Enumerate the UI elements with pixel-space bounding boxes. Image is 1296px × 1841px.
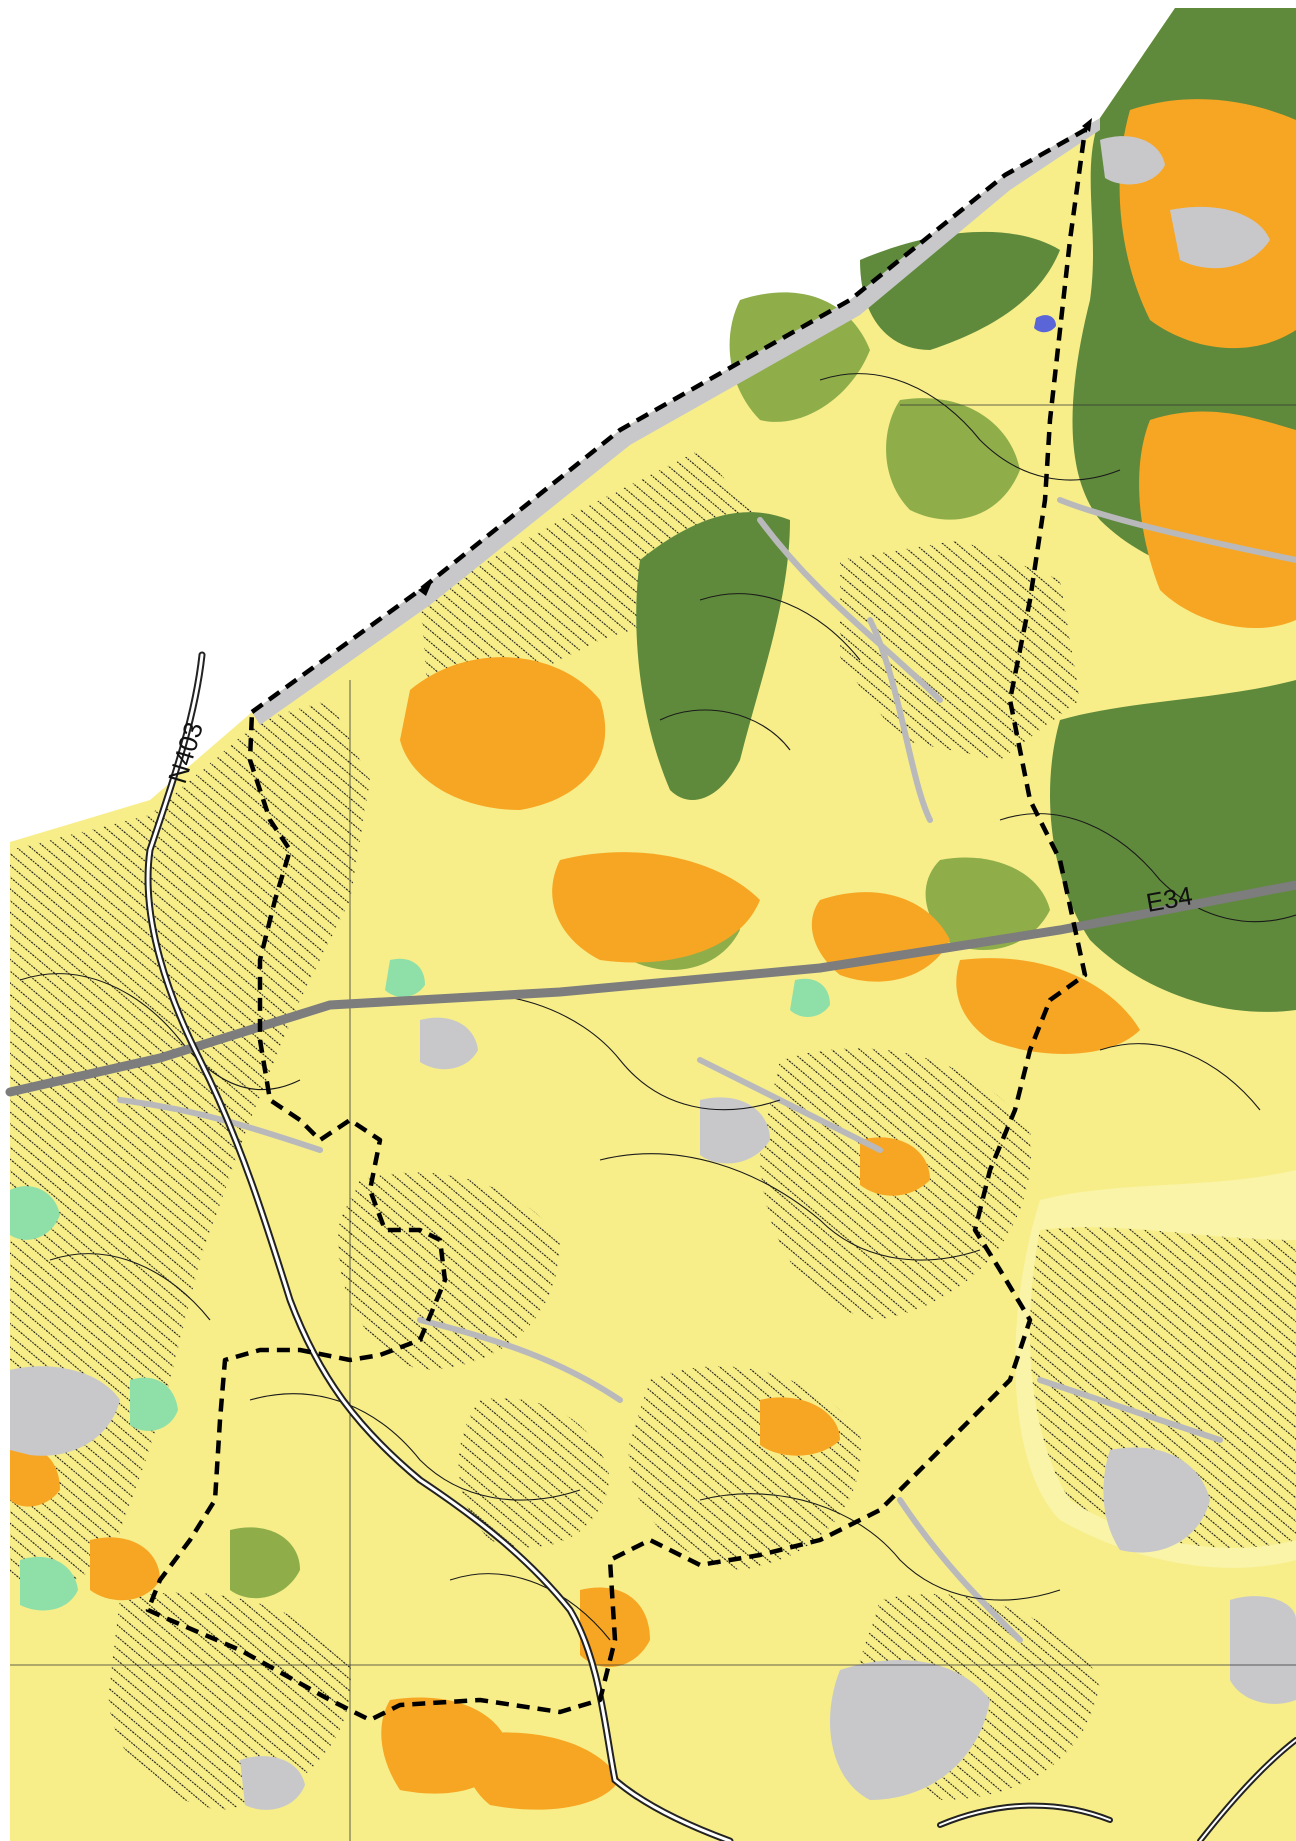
map-grid bbox=[10, 404, 1296, 1841]
dark-green-valley bbox=[636, 512, 790, 800]
grey-built-up-areas bbox=[10, 136, 1296, 1810]
dark-green-forest-east bbox=[1050, 680, 1296, 1012]
water-pond bbox=[1034, 315, 1056, 333]
coastal-strip bbox=[252, 118, 1100, 725]
study-area-boundary bbox=[145, 127, 1088, 1723]
railway-line bbox=[937, 1737, 1296, 1841]
e34-motorway bbox=[5, 880, 1296, 1097]
boundary-marker bbox=[418, 582, 432, 596]
mint-meadows bbox=[10, 958, 830, 1611]
n403-road bbox=[144, 651, 734, 1841]
boundary-marker bbox=[1082, 118, 1092, 132]
hatched-residential-zones bbox=[10, 450, 1296, 1810]
